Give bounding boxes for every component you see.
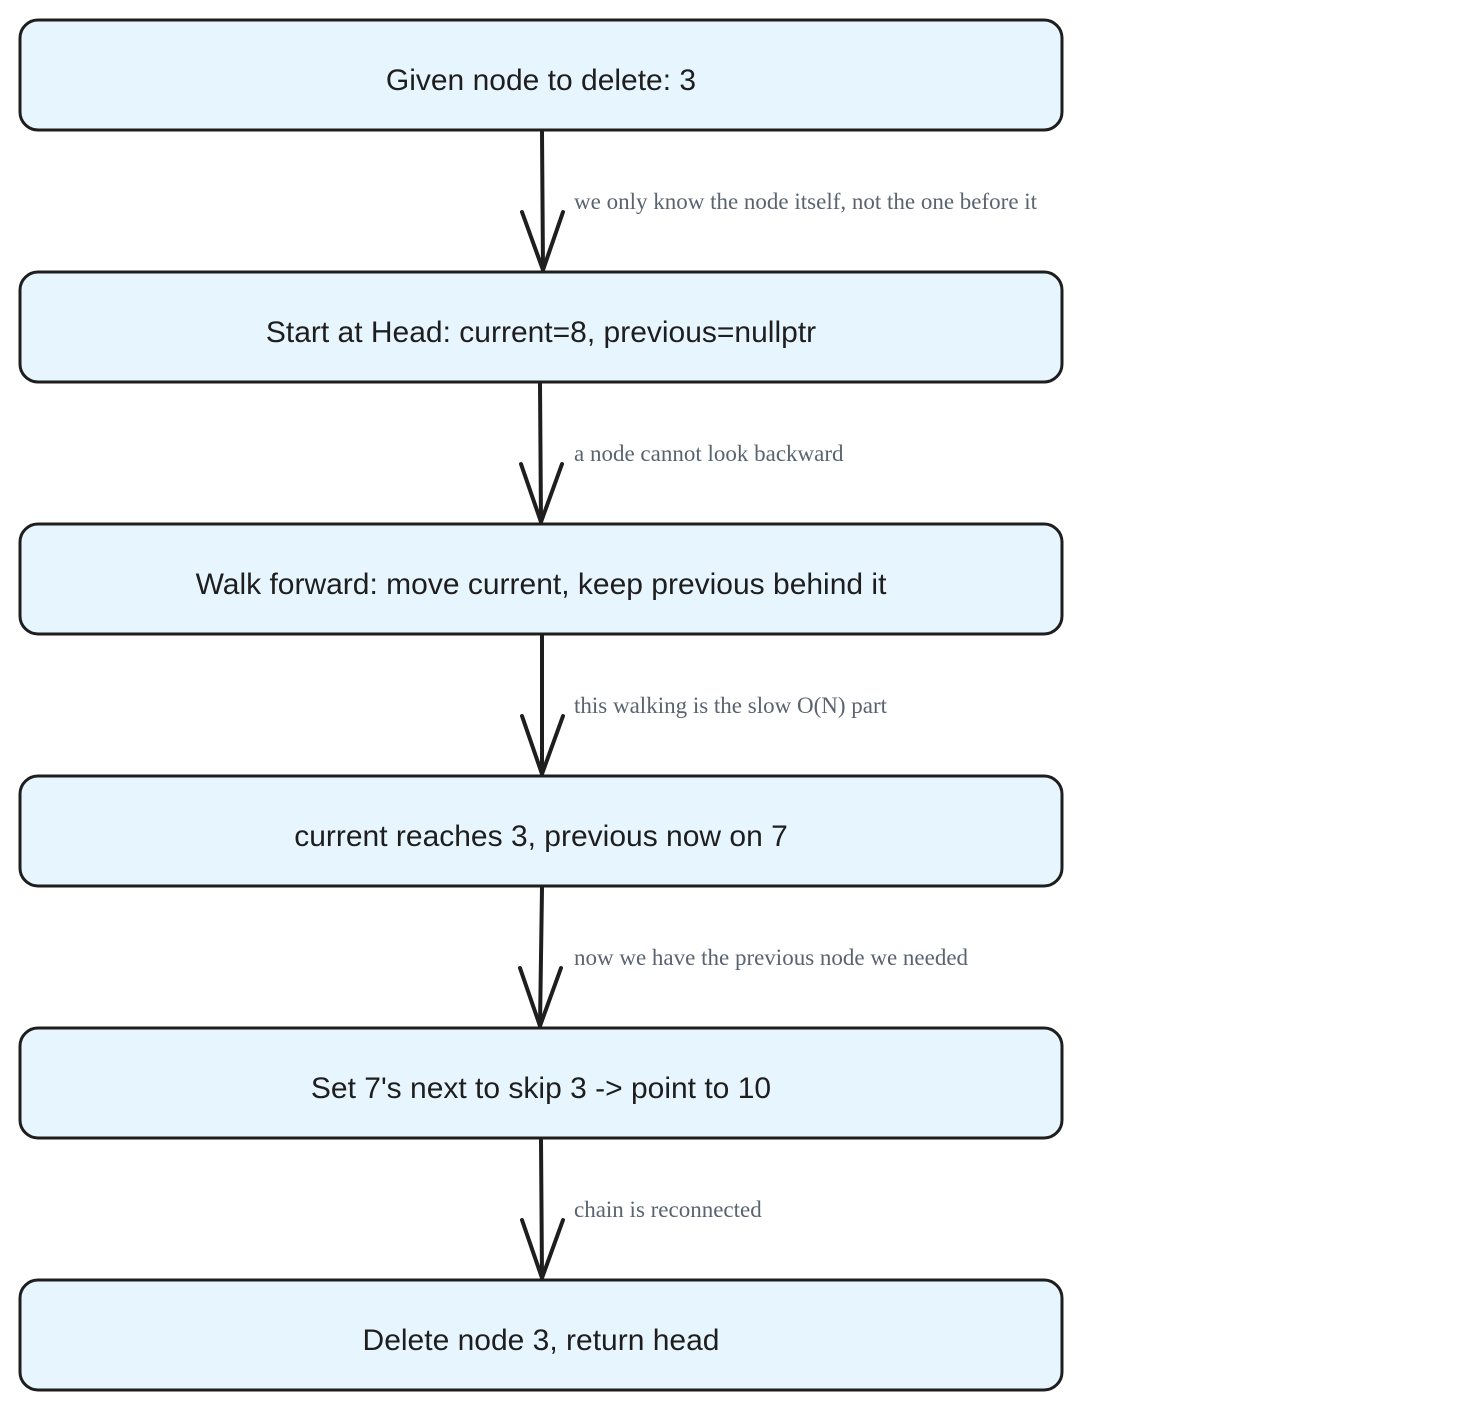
flow-node-delete-node[interactable]: Delete node 3, return head xyxy=(18,1278,1064,1392)
flow-node-box xyxy=(18,1278,1064,1392)
flow-node-label: Given node to delete: 3 xyxy=(386,64,696,97)
flow-edge-3: this walking is the slow O(N) part xyxy=(520,634,888,776)
flow-edge-1: we only know the node itself, not the on… xyxy=(520,130,1038,272)
arrowhead-icon xyxy=(520,210,565,272)
flow-node-label: current reaches 3, previous now on 7 xyxy=(294,820,788,853)
flow-edge-2: a node cannot look backward xyxy=(519,382,844,524)
edge-label: this walking is the slow O(N) part xyxy=(574,693,888,718)
flow-node-label: Walk forward: move current, keep previou… xyxy=(196,568,888,601)
edge-line xyxy=(539,1138,544,1280)
flow-node-given-node[interactable]: Given node to delete: 3 xyxy=(18,18,1064,132)
flow-node-current-reaches[interactable]: current reaches 3, previous now on 7 xyxy=(18,774,1064,888)
flow-edge-5: chain is reconnected xyxy=(520,1138,762,1280)
edge-label: we only know the node itself, not the on… xyxy=(574,189,1038,214)
flow-node-box xyxy=(18,18,1064,132)
edge-label: chain is reconnected xyxy=(574,1197,762,1222)
arrowhead-icon xyxy=(520,1218,565,1280)
edge-line xyxy=(538,886,544,1028)
flow-node-label: Delete node 3, return head xyxy=(363,1324,720,1357)
edge-line xyxy=(538,382,543,524)
arrowhead-icon xyxy=(518,966,563,1028)
edge-line xyxy=(540,130,545,272)
flow-node-label: Set 7's next to skip 3 -> point to 10 xyxy=(311,1072,771,1105)
flow-edge-4: now we have the previous node we needed xyxy=(518,886,969,1028)
flow-node-set-next[interactable]: Set 7's next to skip 3 -> point to 10 xyxy=(18,1026,1064,1140)
flow-node-walk-forward[interactable]: Walk forward: move current, keep previou… xyxy=(18,522,1064,636)
arrowhead-icon xyxy=(519,462,564,524)
flow-node-start-at-head[interactable]: Start at Head: current=8, previous=nullp… xyxy=(18,270,1064,384)
flow-node-box xyxy=(18,270,1064,384)
edge-label: now we have the previous node we needed xyxy=(574,945,969,970)
arrowhead-icon xyxy=(520,714,565,776)
flow-node-box xyxy=(18,774,1064,888)
flow-node-box xyxy=(18,522,1064,636)
edge-label: a node cannot look backward xyxy=(574,441,844,466)
flow-node-label: Start at Head: current=8, previous=nullp… xyxy=(266,316,816,349)
